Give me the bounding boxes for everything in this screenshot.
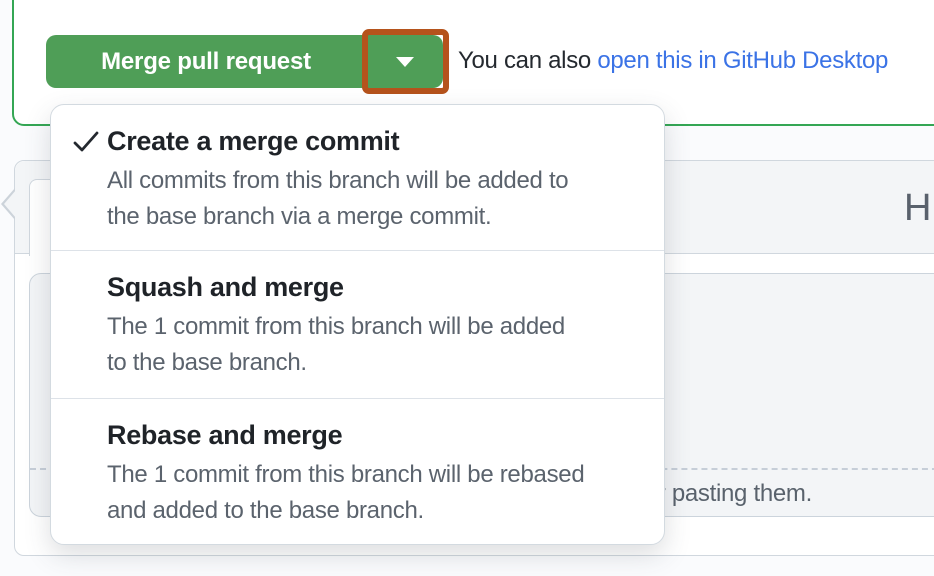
menu-item-rebase-and-merge[interactable]: Rebase and merge The 1 commit from this …: [51, 399, 664, 544]
menu-item-create-merge-commit[interactable]: Create a merge commit All commits from t…: [51, 105, 664, 251]
description-line: the base branch via a merge commit.: [107, 203, 492, 230]
heading-icon[interactable]: H: [904, 187, 932, 229]
comment-caret-fill: [4, 190, 16, 218]
merge-options-menu: Create a merge commit All commits from t…: [50, 104, 665, 545]
menu-item-title: Rebase and merge: [107, 420, 343, 450]
menu-item-title: Create a merge commit: [107, 126, 400, 156]
description-line: to the base branch.: [107, 349, 307, 376]
merge-options-toggle-button[interactable]: [366, 35, 443, 88]
description-line: and added to the base branch.: [107, 497, 424, 524]
caret-down-icon: [396, 56, 414, 67]
menu-item-title: Squash and merge: [107, 272, 344, 302]
github-desktop-hint: You can also open this in GitHub Desktop: [458, 47, 888, 75]
description-line: The 1 commit from this branch will be re…: [107, 461, 585, 488]
menu-item-description: The 1 commit from this branch will be ad…: [107, 309, 640, 381]
check-icon: [73, 131, 99, 152]
merge-button-group: Merge pull request: [46, 35, 443, 88]
hint-prefix-text: You can also: [458, 47, 598, 74]
menu-item-squash-and-merge[interactable]: Squash and merge The 1 commit from this …: [51, 251, 664, 399]
merge-pull-request-button[interactable]: Merge pull request: [46, 35, 366, 88]
description-line: All commits from this branch will be add…: [107, 167, 569, 194]
open-in-github-desktop-link[interactable]: open this in GitHub Desktop: [597, 47, 889, 74]
menu-item-description: All commits from this branch will be add…: [107, 163, 640, 235]
description-line: The 1 commit from this branch will be ad…: [107, 313, 565, 340]
menu-item-description: The 1 commit from this branch will be re…: [107, 457, 640, 529]
